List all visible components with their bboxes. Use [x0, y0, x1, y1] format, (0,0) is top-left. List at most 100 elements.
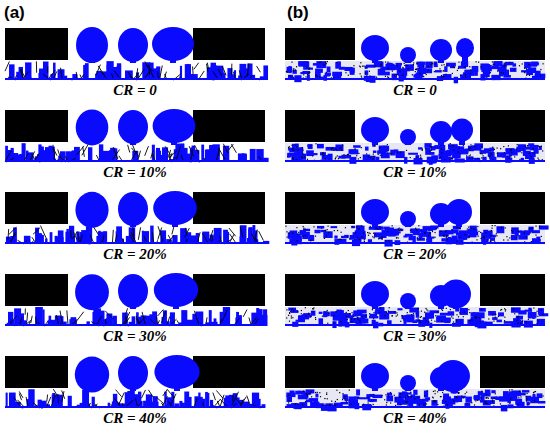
solid-block: [193, 356, 265, 388]
water-phase: [516, 316, 523, 320]
water-phase: [353, 310, 358, 316]
particle: [505, 310, 506, 311]
water-phase: [498, 312, 504, 316]
particle: [452, 73, 453, 74]
particle: [492, 225, 493, 226]
water-phase: [441, 238, 445, 241]
fibre: [33, 228, 40, 234]
solid-block: [5, 192, 68, 224]
water-phase: [330, 311, 338, 316]
particle: [335, 157, 336, 158]
particle: [529, 75, 530, 76]
particle: [517, 144, 518, 145]
particle: [539, 146, 540, 147]
particle: [465, 74, 466, 75]
water-phase: [339, 67, 345, 70]
fibre: [222, 310, 227, 321]
water-phase: [300, 72, 304, 74]
fibre: [153, 232, 154, 242]
particle: [375, 65, 376, 66]
water-phase: [402, 315, 407, 319]
water-phase: [301, 315, 311, 318]
particle: [407, 65, 408, 66]
particle: [480, 66, 481, 67]
particle: [541, 309, 542, 310]
particle: [424, 318, 425, 319]
particle: [323, 152, 324, 153]
water-phase: [399, 397, 404, 403]
particle: [357, 237, 358, 238]
particle: [417, 318, 418, 319]
particle: [505, 227, 506, 228]
particle: [336, 62, 337, 63]
particle: [296, 147, 297, 148]
water-phase: [365, 147, 369, 151]
particle: [469, 312, 470, 313]
particle: [408, 396, 409, 397]
particle: [528, 319, 529, 320]
particle: [517, 317, 518, 318]
droplet: [118, 110, 148, 144]
water-phase: [408, 153, 418, 155]
fibre: [77, 312, 84, 321]
droplet: [153, 191, 197, 225]
particle: [364, 239, 365, 240]
water-phase: [425, 68, 432, 73]
fibre: [170, 394, 176, 406]
particle: [376, 227, 377, 228]
particle: [490, 72, 491, 73]
water-phase: [523, 151, 531, 156]
water-phase: [460, 308, 468, 315]
particle: [400, 228, 401, 229]
water-phase: [106, 61, 113, 80]
solid-block: [5, 274, 68, 306]
particle: [506, 236, 507, 237]
particle: [522, 320, 523, 321]
particle: [490, 153, 491, 154]
particle: [386, 312, 387, 313]
particle: [289, 232, 290, 233]
particle: [434, 321, 435, 322]
particle: [481, 309, 482, 310]
fibre: [145, 146, 149, 156]
particle: [406, 402, 407, 403]
water-phase: [423, 317, 429, 323]
particle: [312, 308, 313, 309]
water-phase: [316, 75, 320, 79]
particle: [509, 237, 510, 238]
water-phase: [504, 321, 513, 324]
particle: [501, 72, 502, 73]
particle: [295, 69, 296, 70]
water-phase: [511, 307, 521, 312]
fibre: [5, 61, 9, 71]
fibre: [219, 148, 225, 159]
particle: [424, 232, 425, 233]
particle: [542, 63, 543, 64]
particle: [388, 310, 389, 311]
particle: [348, 310, 349, 311]
particle: [289, 321, 290, 322]
porous-layer: [5, 307, 265, 326]
water-phase: [320, 152, 326, 155]
water-phase: [491, 390, 495, 393]
particle: [361, 76, 362, 77]
particle: [296, 66, 297, 67]
particle: [373, 154, 374, 155]
particle: [483, 236, 484, 237]
particle: [484, 237, 485, 238]
water-phase: [429, 152, 434, 155]
water-phase: [448, 237, 451, 242]
particle: [293, 71, 294, 72]
water-phase: [424, 391, 428, 398]
particle: [305, 316, 306, 317]
water-phase: [528, 143, 534, 146]
particle: [431, 320, 432, 321]
fibre: [251, 318, 256, 325]
particle: [441, 148, 442, 149]
particle: [533, 307, 534, 308]
particle: [527, 145, 528, 146]
simulation-panel: [5, 273, 267, 326]
water-phase: [355, 230, 363, 234]
particle: [387, 144, 388, 145]
particle: [377, 228, 378, 229]
